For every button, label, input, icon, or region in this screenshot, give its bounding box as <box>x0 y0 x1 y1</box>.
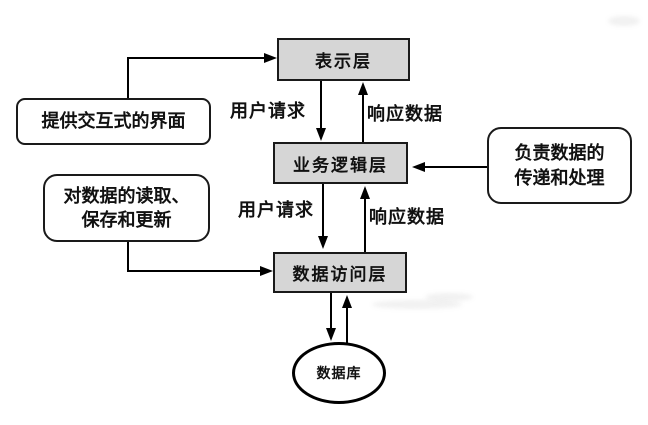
arrowhead-down-user-request-top <box>316 128 326 141</box>
label-user-request-bottom: 用户请求 <box>238 200 314 220</box>
connector-interactive-to-presentation <box>127 57 266 98</box>
data-access-layer-label: 数据访问层 <box>292 265 388 284</box>
business-logic-layer-label: 业务逻辑层 <box>293 155 388 175</box>
arrowhead-right-presentation <box>264 53 277 63</box>
callout-transfer-process-label: 负责数据的 传递和处理 <box>514 143 605 188</box>
label-user-request-top: 用户请求 <box>230 101 306 121</box>
label-response-data-bottom: 响应数据 <box>369 207 445 227</box>
callout-read-save-update: 对数据的读取、 保存和更新 <box>43 174 210 242</box>
presentation-layer-label: 表示层 <box>315 52 372 71</box>
connector-readsave-to-dataaccess <box>127 242 262 272</box>
database-ellipse: 数据库 <box>292 342 386 404</box>
arrowhead-down-user-request-bottom <box>318 236 328 249</box>
arrowhead-right-dataaccess <box>260 266 273 276</box>
scan-artifact <box>372 300 462 309</box>
arrowhead-left-business <box>412 162 425 172</box>
arrowhead-up-response-data-bottom <box>360 186 370 199</box>
data-access-layer-box: 数据访问层 <box>273 252 407 293</box>
database-label: 数据库 <box>316 365 362 381</box>
arrowhead-up-dataaccess <box>342 295 352 308</box>
presentation-layer-box: 表示层 <box>277 38 410 81</box>
scan-artifact <box>608 16 640 26</box>
callout-transfer-process: 负责数据的 传递和处理 <box>487 127 632 204</box>
callout-read-save-update-label: 对数据的读取、 保存和更新 <box>63 185 190 230</box>
callout-interactive-ui-label: 提供交互式的界面 <box>41 111 186 132</box>
business-logic-layer-box: 业务逻辑层 <box>273 142 408 184</box>
arrowhead-down-database <box>326 328 336 341</box>
scan-artifact <box>425 293 473 301</box>
arrowhead-up-response-data-top <box>358 82 368 95</box>
callout-interactive-ui: 提供交互式的界面 <box>16 98 211 145</box>
label-response-data-top: 响应数据 <box>367 104 443 124</box>
